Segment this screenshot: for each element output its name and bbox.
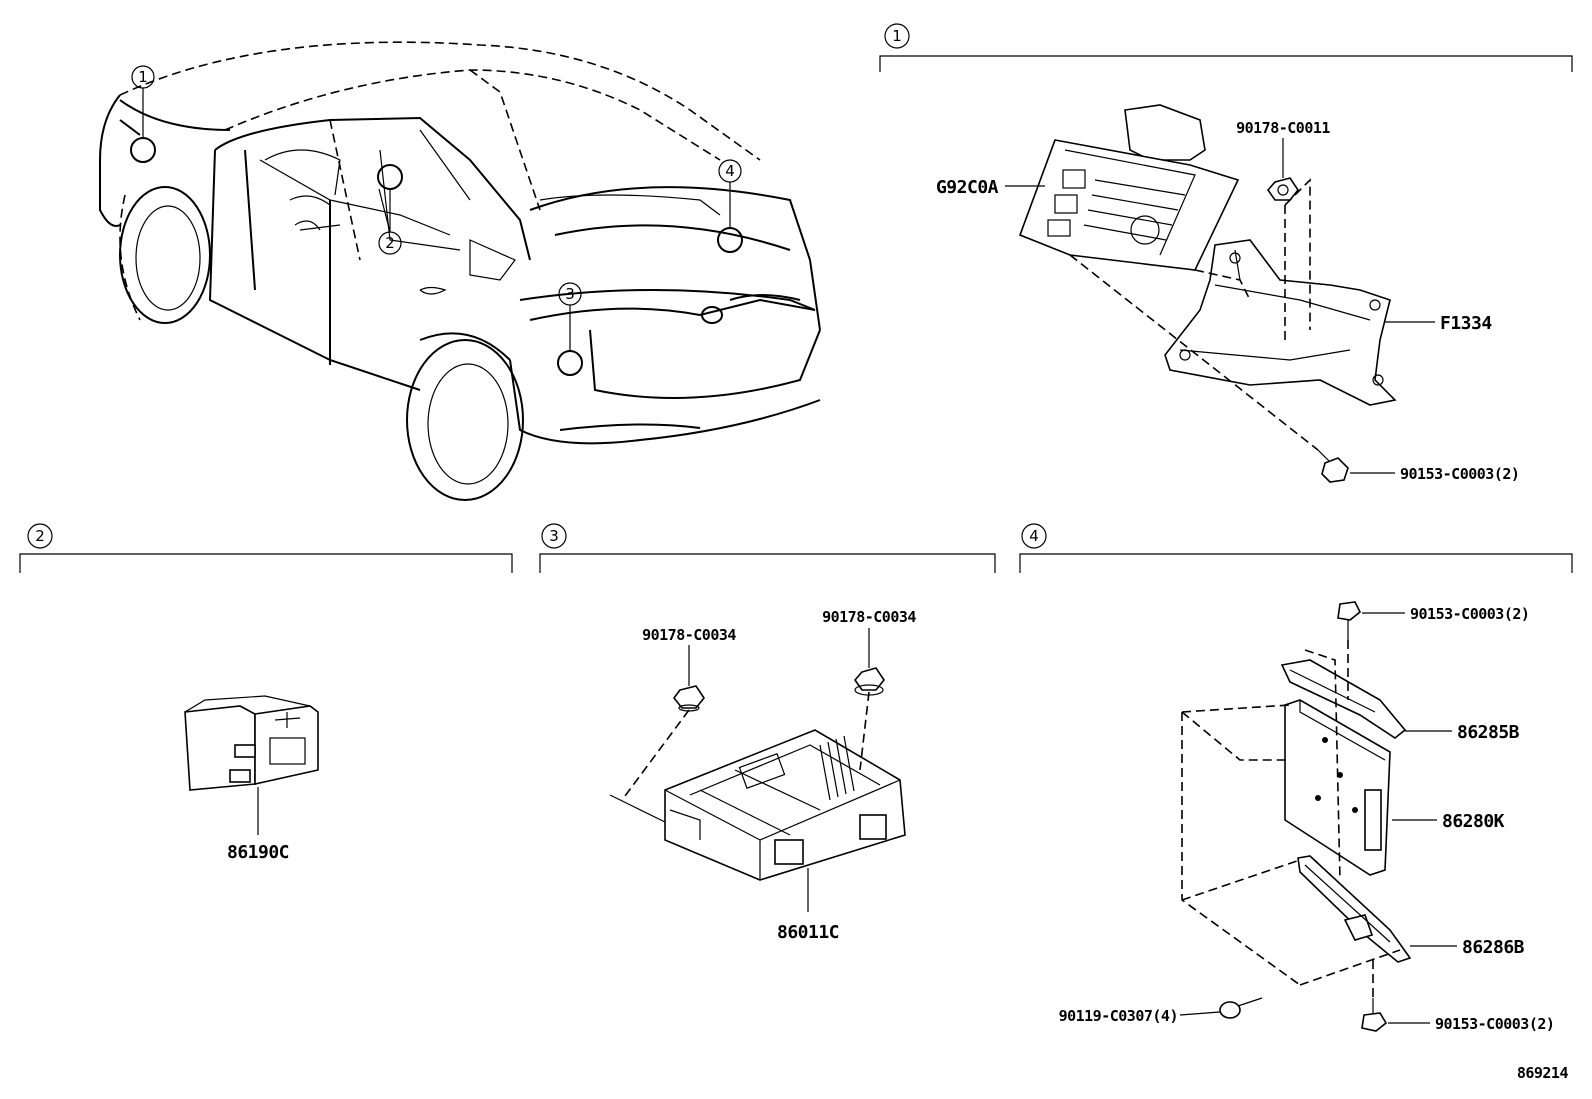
- figure-id: 869214: [1517, 1064, 1569, 1082]
- callout-4-number: 4: [725, 162, 735, 180]
- callout-2-ring: [378, 231, 402, 255]
- section-2-bracket: [19, 553, 513, 573]
- label-90178-c0034-left: 90178-C0034: [642, 626, 736, 644]
- section-4: 4: [1019, 523, 1573, 1033]
- bolt-90153-c0003-bottom: [1361, 998, 1388, 1032]
- bracket-86285b: [1280, 659, 1407, 739]
- bracket-86286b: [1297, 855, 1412, 963]
- section-3-marker-ring: [541, 523, 567, 549]
- label-g92c0a: G92C0A: [936, 177, 999, 198]
- label-86285b: 86285B: [1457, 722, 1520, 743]
- callout-3-number: 3: [565, 285, 575, 303]
- location-marker-1: [130, 137, 156, 163]
- section-3-marker: 3: [549, 527, 559, 545]
- vehicle-illustration: 1 2 4 3: [99, 41, 821, 501]
- section-4-bracket: [1019, 553, 1573, 573]
- section-1-marker-ring: [884, 23, 910, 49]
- amplifier-86011c: [664, 729, 906, 881]
- label-90178-c0011: 90178-C0011: [1236, 119, 1330, 137]
- nut-90178-c0034-left: [672, 685, 705, 712]
- label-86011c: 86011C: [777, 922, 839, 943]
- label-86280k: 86280K: [1442, 811, 1505, 832]
- section-4-marker-ring: [1021, 523, 1047, 549]
- location-marker-4: [717, 227, 743, 253]
- section-2-marker: 2: [35, 527, 45, 545]
- section-1-marker: 1: [892, 27, 902, 45]
- nut-90178-c0034-right: [853, 667, 885, 696]
- label-f1334: F1334: [1440, 313, 1492, 334]
- callout-1-number: 1: [138, 68, 148, 86]
- section-4-marker: 4: [1029, 527, 1039, 545]
- section-3-bracket: [539, 553, 996, 573]
- ecu-g92c0a: [1018, 104, 1240, 271]
- label-90153-c0003-sec1: 90153-C0003(2): [1400, 465, 1519, 483]
- screw-90119-c0307: [1219, 997, 1263, 1019]
- usb-port-86190c: [184, 695, 319, 791]
- callout-2-number: 2: [385, 234, 395, 252]
- label-90153-c0003-bottom: 90153-C0003(2): [1435, 1015, 1554, 1033]
- location-marker-2: [377, 164, 403, 190]
- section-1-bracket: [879, 55, 1573, 72]
- bracket-f1334: [1164, 239, 1397, 406]
- bolt-90153-c0003-top: [1337, 601, 1362, 640]
- section-3: 3 90178-C0034: [539, 523, 996, 943]
- label-90178-c0034-right: 90178-C0034: [822, 608, 916, 626]
- label-90153-c0003-top: 90153-C0003(2): [1410, 605, 1529, 623]
- callout-4-ring: [718, 159, 742, 183]
- section-1: 1: [879, 23, 1573, 483]
- nut-90178-c0011: [1266, 177, 1299, 201]
- location-marker-3: [557, 350, 583, 376]
- bolt-90153-c0003-sec1: [1317, 449, 1349, 483]
- label-90119-c0307: 90119-C0307(4): [1059, 1007, 1178, 1025]
- label-86190c: 86190C: [227, 842, 289, 863]
- section-2-marker-ring: [27, 523, 53, 549]
- callout-1-ring: [131, 65, 155, 89]
- callout-3-ring: [558, 282, 582, 306]
- section-2: 2 86190C: [19, 523, 513, 863]
- label-86286b: 86286B: [1462, 937, 1525, 958]
